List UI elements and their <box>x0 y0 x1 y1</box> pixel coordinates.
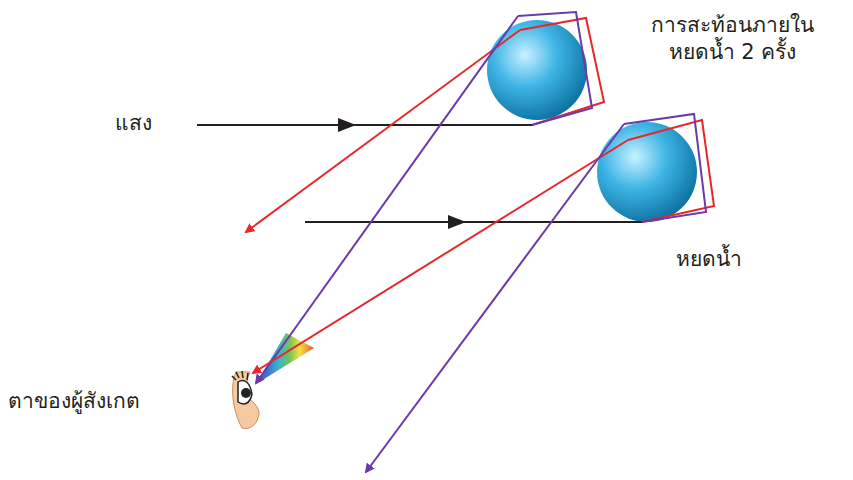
water-drop <box>487 20 587 120</box>
observer-eye <box>232 371 259 429</box>
violet-ray <box>518 12 592 125</box>
ray-arrowhead <box>448 215 466 229</box>
violet-ray <box>256 16 518 383</box>
caption-note: การสะท้อนภายใน หยดน้ำ 2 ครั้ง <box>640 12 825 67</box>
violet-ray <box>366 124 624 472</box>
ray-arrowhead <box>338 118 356 132</box>
red-ray <box>253 140 628 373</box>
eye-label: ตาของผู้สังเกต <box>8 388 140 415</box>
water-drop <box>597 122 697 222</box>
light-label: แสง <box>115 110 152 137</box>
red-ray <box>246 30 520 232</box>
drop-label: หยดน้ำ <box>676 246 742 273</box>
violet-ray <box>624 114 706 222</box>
